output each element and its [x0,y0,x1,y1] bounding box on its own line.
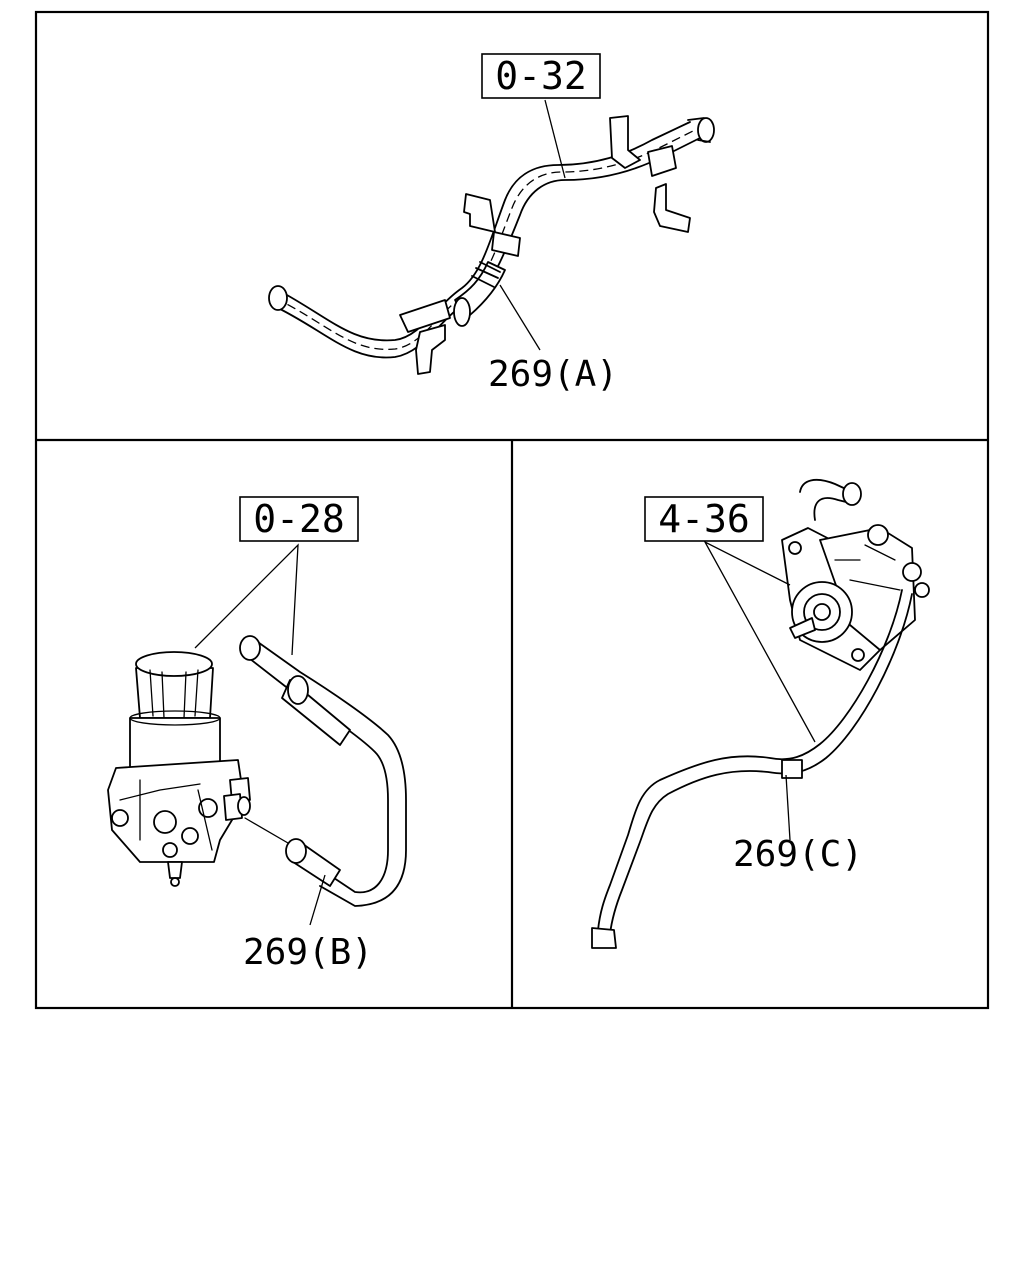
fuel-hose-drawing [239,635,407,907]
ref-box-0-28 [239,496,359,542]
leader-line-4-36 [703,540,816,743]
part-label-269a: 269(A) [488,354,618,395]
ref-box-4-36 [644,496,764,542]
leader-line-269a [499,284,541,351]
water-pipe-drawing [268,115,715,375]
part-label-269b: 269(B) [243,932,373,973]
ref-label-0-28: 0-28 [253,497,345,541]
ref-label-0-32: 0-32 [495,54,587,98]
leader-line-0-28 [194,543,299,656]
fuel-pump-drawing [107,651,301,887]
part-label-269c: 269(C) [733,834,863,875]
panel-top: 0-32 269(A) [268,53,715,395]
ref-label-4-36: 4-36 [658,497,750,541]
leader-line-0-32 [544,99,566,179]
leader-line-269c [785,774,791,841]
leader-line-269b [309,874,326,926]
diagram-frame [34,10,990,1010]
panel-bottom-right: 4-36 269(C) [591,478,930,949]
fuel-line-drawing [591,589,913,949]
pump-unit-drawing [781,478,930,671]
panel-bottom-left: 0-28 269(B) [107,496,407,973]
ref-box-0-32 [481,53,601,99]
